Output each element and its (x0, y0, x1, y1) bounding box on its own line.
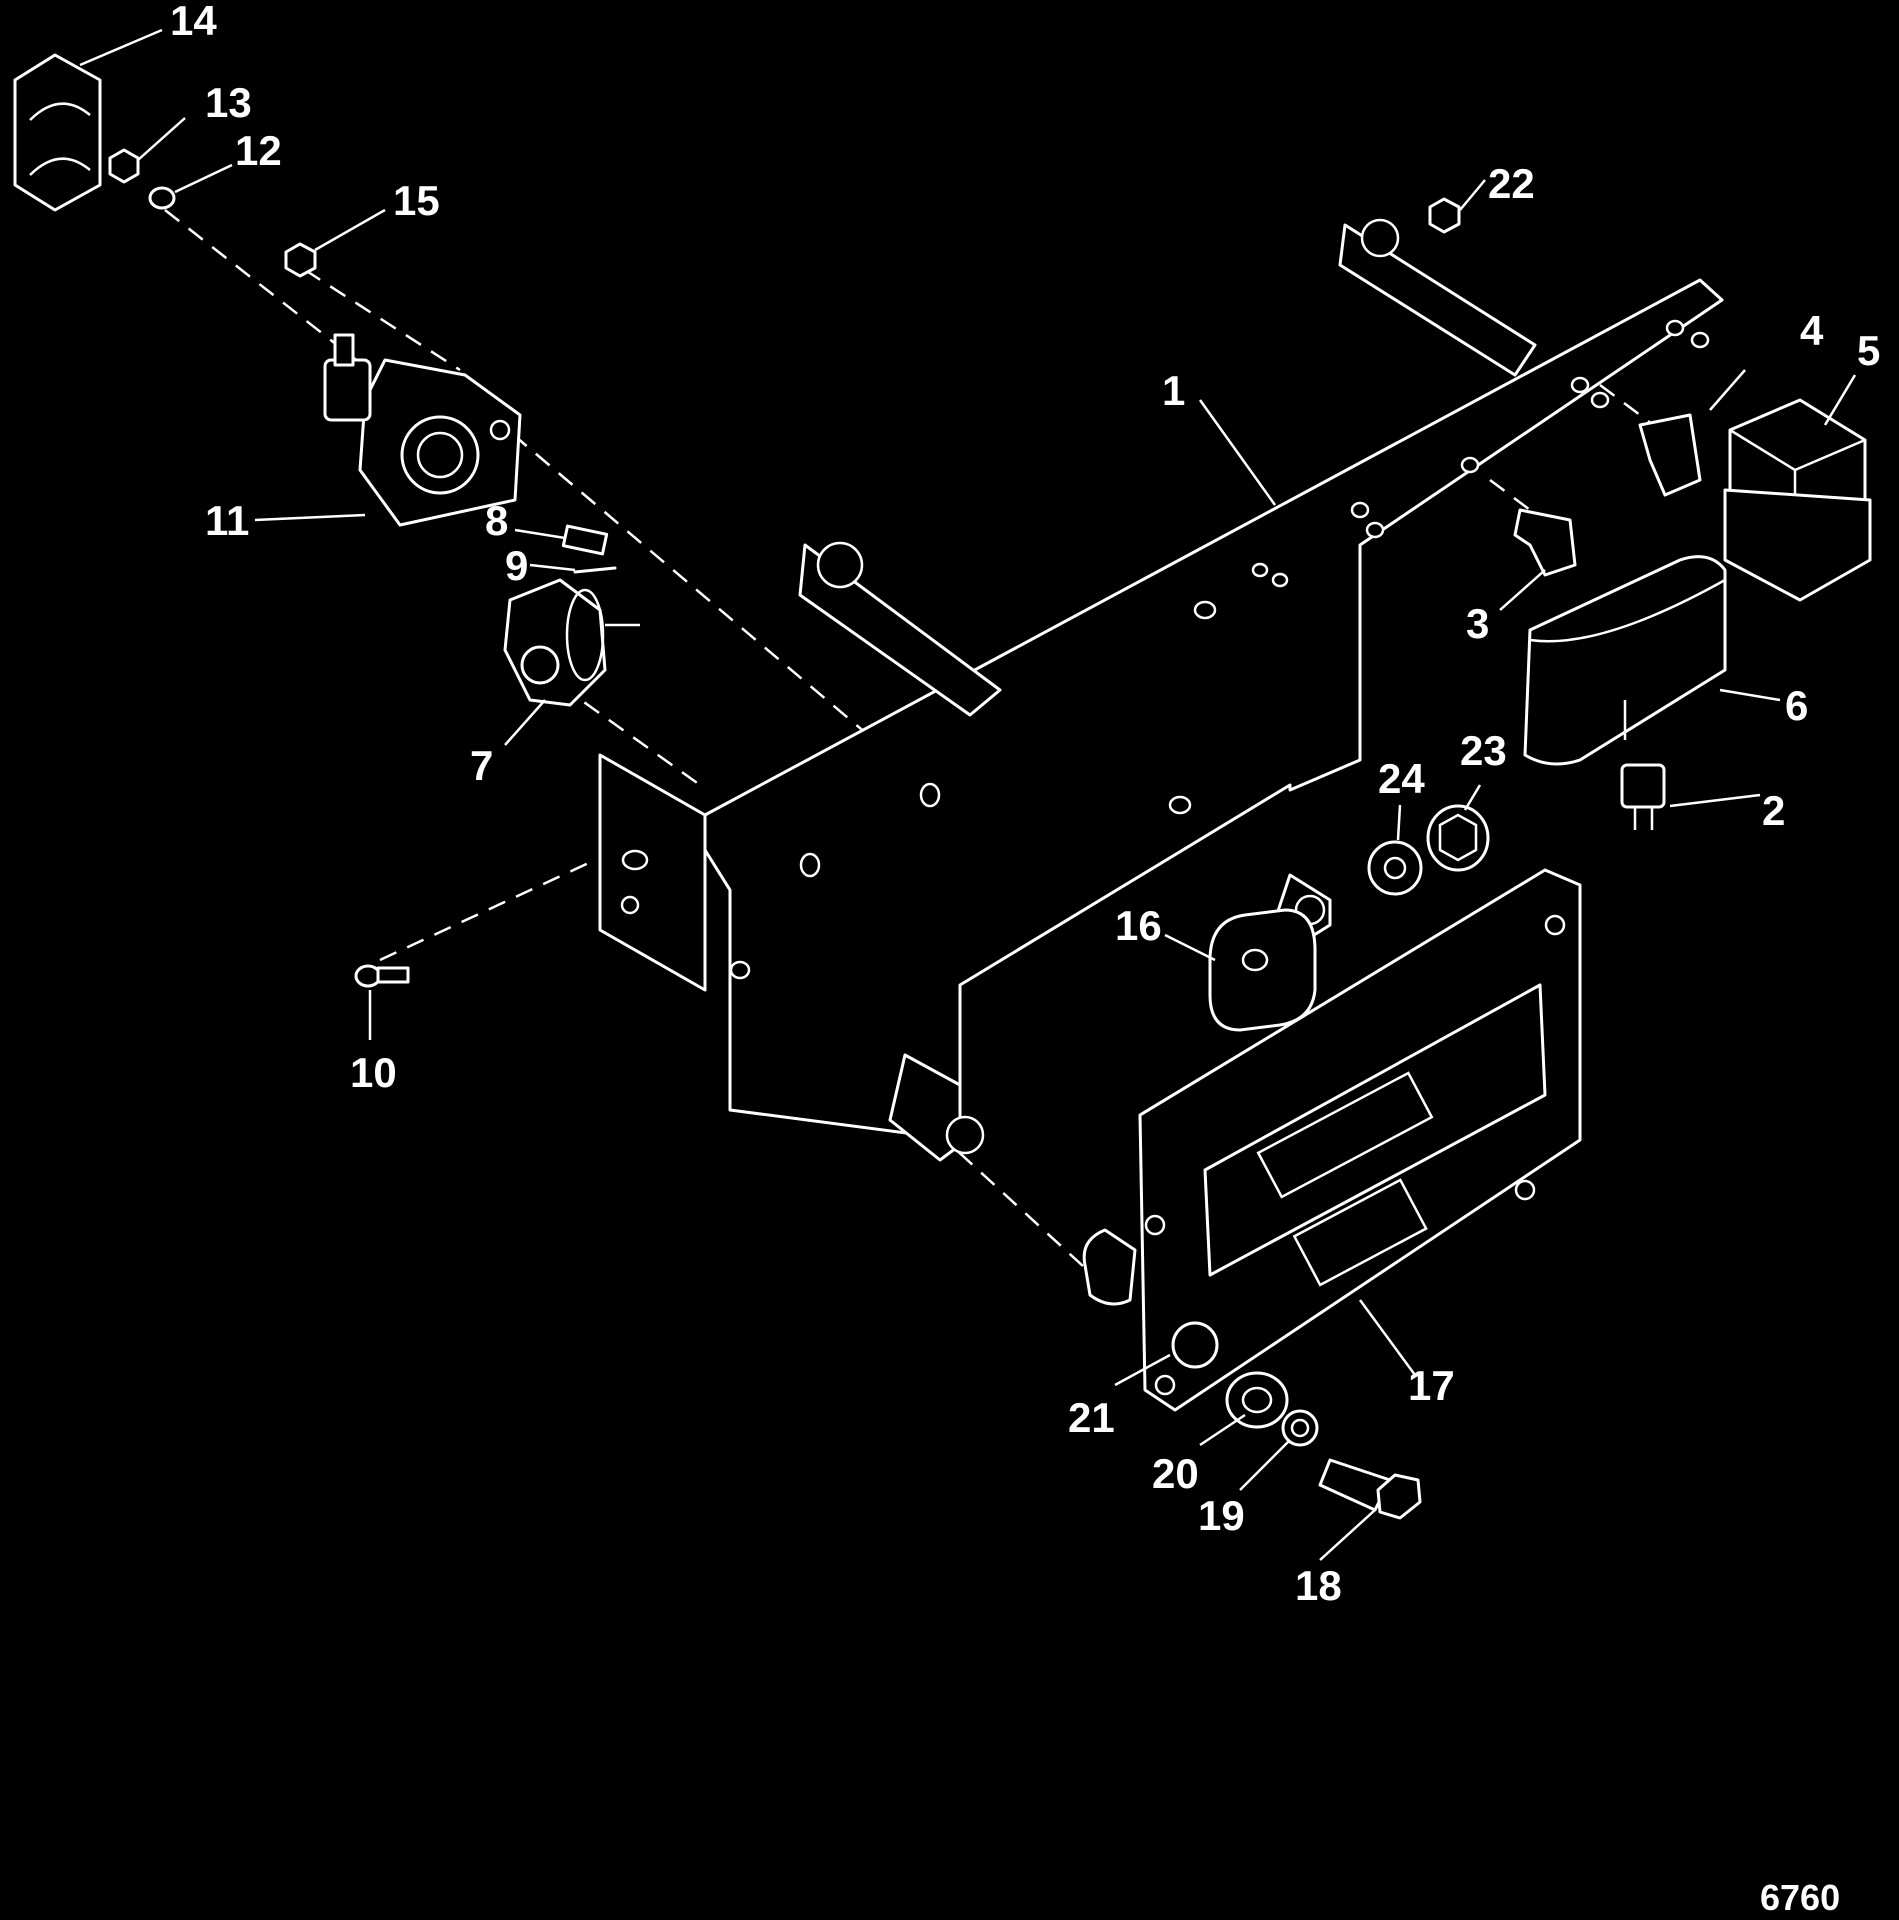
callout-20: 20 (1152, 1450, 1199, 1497)
relay (1723, 398, 1872, 602)
callout-16: 16 (1115, 902, 1162, 949)
callout-6: 6 (1785, 682, 1808, 729)
leader-lines (79, 28, 1857, 1561)
callout-21: 21 (1068, 1394, 1115, 1441)
callout-4: 4 (1800, 307, 1824, 354)
callout-8: 8 (485, 497, 508, 544)
callout-18: 18 (1295, 1562, 1342, 1609)
figure-number: 6760 (1760, 1877, 1840, 1918)
mounting-bracket (598, 218, 1724, 1162)
washer-12 (148, 186, 176, 210)
grommet-16 (1208, 908, 1317, 1032)
callout-22: 22 (1488, 160, 1535, 207)
bolt-18 (1318, 1458, 1422, 1520)
spacer-24 (1367, 840, 1423, 896)
callout-11: 11 (205, 497, 249, 544)
callout-13: 13 (205, 79, 252, 126)
callout-7: 7 (470, 742, 493, 789)
hex-nut-15 (284, 242, 317, 278)
washer-19 (1281, 1409, 1319, 1447)
grommet-21 (1171, 1321, 1219, 1369)
callout-24: 24 (1378, 755, 1425, 802)
callout-10: 10 (350, 1049, 397, 1096)
spacer-20 (1225, 1371, 1289, 1429)
callout-19: 19 (1198, 1492, 1245, 1539)
hex-nut-13 (108, 148, 140, 184)
fuse-holder-clip (1513, 508, 1577, 577)
callout-3: 3 (1466, 600, 1489, 647)
callout-23: 23 (1460, 727, 1507, 774)
sensor (503, 578, 640, 707)
flange-nut (1426, 804, 1490, 872)
callout-5: 5 (1857, 327, 1880, 374)
callout-17: 17 (1408, 1362, 1455, 1409)
bracket-holes (620, 319, 1710, 980)
screw-8 (561, 524, 609, 556)
callout-labels: 1 2 3 4 5 6 7 8 9 10 11 12 13 14 15 16 1… (170, 0, 1880, 1609)
callout-2: 2 (1762, 787, 1785, 834)
cable-clamp (13, 53, 102, 212)
mini-fuse (1620, 763, 1666, 830)
callout-15: 15 (393, 177, 440, 224)
hex-nut-22 (1428, 197, 1461, 234)
solenoid (323, 333, 522, 527)
lockwasher-9 (573, 566, 617, 574)
callout-9: 9 (505, 542, 528, 589)
callout-12: 12 (235, 127, 282, 174)
screw-10 (354, 964, 410, 988)
callout-1: 1 (1162, 367, 1185, 414)
fuse-cover (1523, 555, 1727, 766)
ecm-module (1082, 868, 1582, 1412)
callout-14: 14 (170, 0, 217, 44)
relay-clip (1638, 413, 1702, 497)
